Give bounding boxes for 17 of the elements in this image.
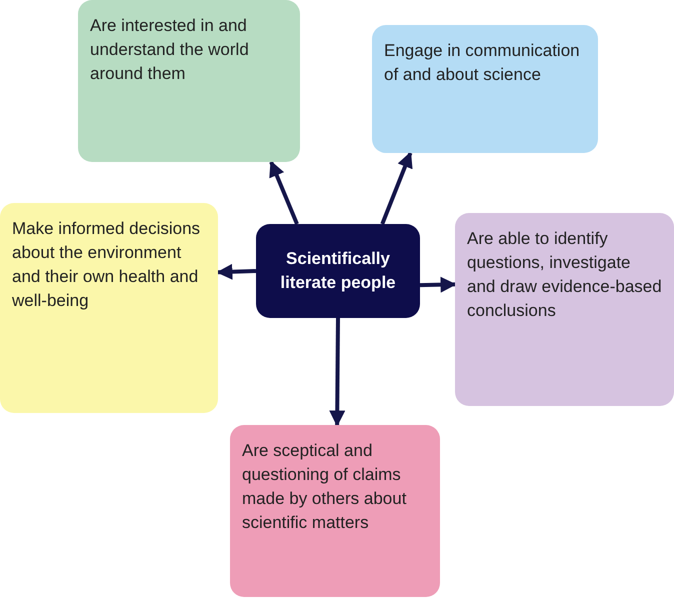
arrow — [329, 318, 346, 427]
box-text: Engage in communication of and about science — [384, 41, 580, 84]
attribute-box — [78, 0, 300, 162]
arrow — [380, 152, 413, 225]
central-concept-box — [256, 224, 420, 318]
arrow — [216, 264, 256, 280]
attribute-box — [455, 213, 674, 406]
attribute-box — [230, 425, 440, 597]
attribute-box — [372, 25, 598, 153]
box-text: Make informed decisions about the environment and their own health and well-being — [12, 219, 200, 310]
box-text: Are interested in and understand the world around them — [90, 16, 249, 84]
attribute-box — [0, 203, 218, 413]
box-text: Scientifically literate people — [279, 248, 397, 294]
box-text: Are sceptical and questioning of claims made by others about scientific matters — [242, 441, 406, 532]
arrow — [420, 276, 457, 293]
box-text: Are able to identify questions, investigate and draw evidence-based conclusions — [467, 229, 662, 320]
arrow — [269, 160, 299, 225]
